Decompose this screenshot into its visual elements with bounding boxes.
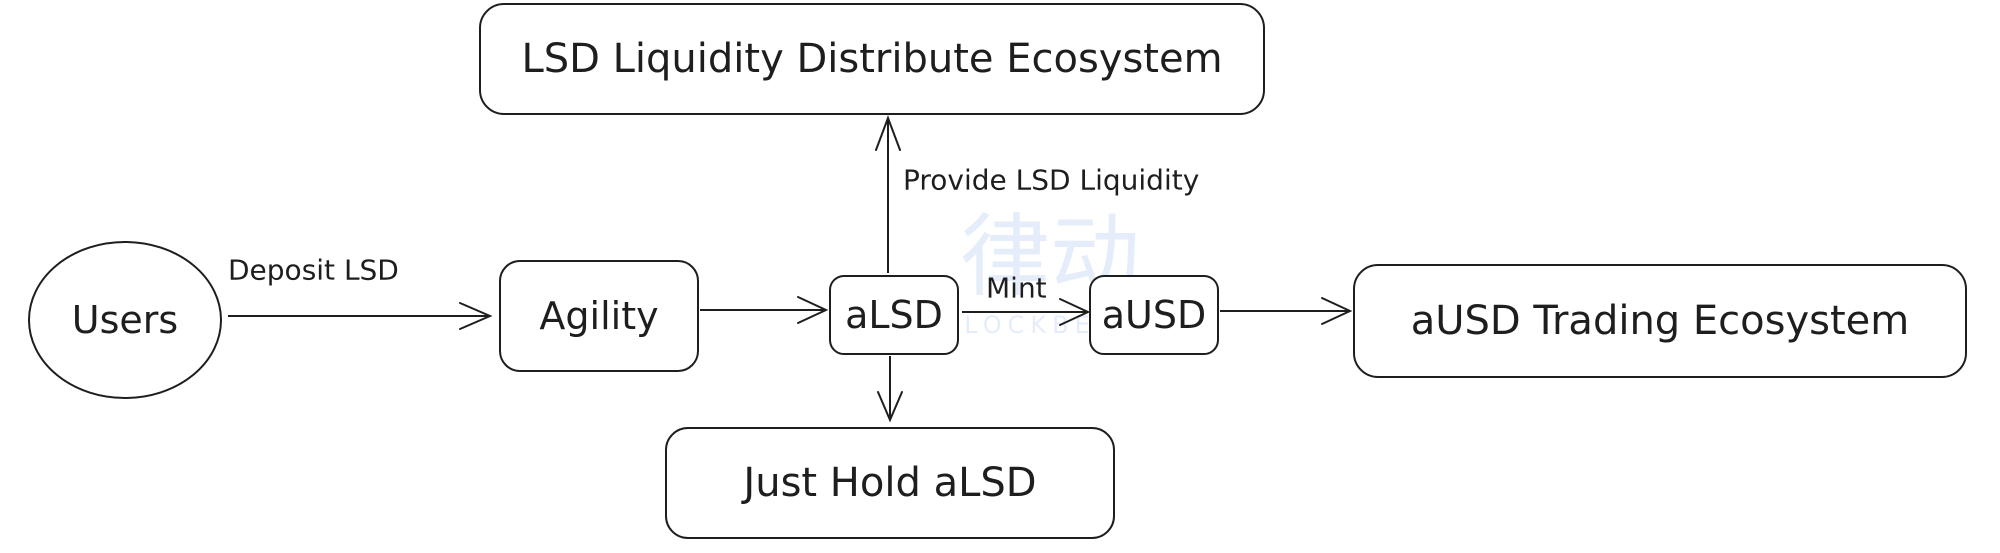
node-hold: Just Hold aLSD [665, 427, 1115, 539]
node-lsd-ecosystem: LSD Liquidity Distribute Ecosystem [479, 3, 1265, 115]
edge-agility-alsd [700, 296, 829, 324]
node-label-hold: Just Hold aLSD [740, 460, 1036, 506]
node-ausd: aUSD [1089, 275, 1219, 355]
edge-provide [875, 115, 901, 273]
edge-mint [962, 298, 1091, 326]
edge-label-provide: Provide LSD Liquidity [903, 164, 1199, 197]
node-label-users: Users [72, 298, 178, 342]
node-alsd: aLSD [829, 275, 959, 355]
edge-deposit [228, 302, 493, 330]
node-agility: Agility [499, 260, 699, 372]
node-users: Users [28, 241, 222, 399]
node-label-ausd-ecosystem: aUSD Trading Ecosystem [1411, 298, 1910, 344]
node-label-agility: Agility [539, 294, 658, 338]
node-label-alsd: aLSD [845, 293, 943, 337]
node-label-ausd: aUSD [1102, 293, 1206, 337]
node-ausd-ecosystem: aUSD Trading Ecosystem [1353, 264, 1967, 378]
edge-ausd-ecosystem [1220, 297, 1353, 325]
edge-label-mint: Mint [986, 272, 1047, 305]
edge-label-deposit: Deposit LSD [228, 254, 399, 287]
edge-alsd-hold [877, 356, 903, 423]
node-label-lsd-ecosystem: LSD Liquidity Distribute Ecosystem [521, 36, 1222, 82]
